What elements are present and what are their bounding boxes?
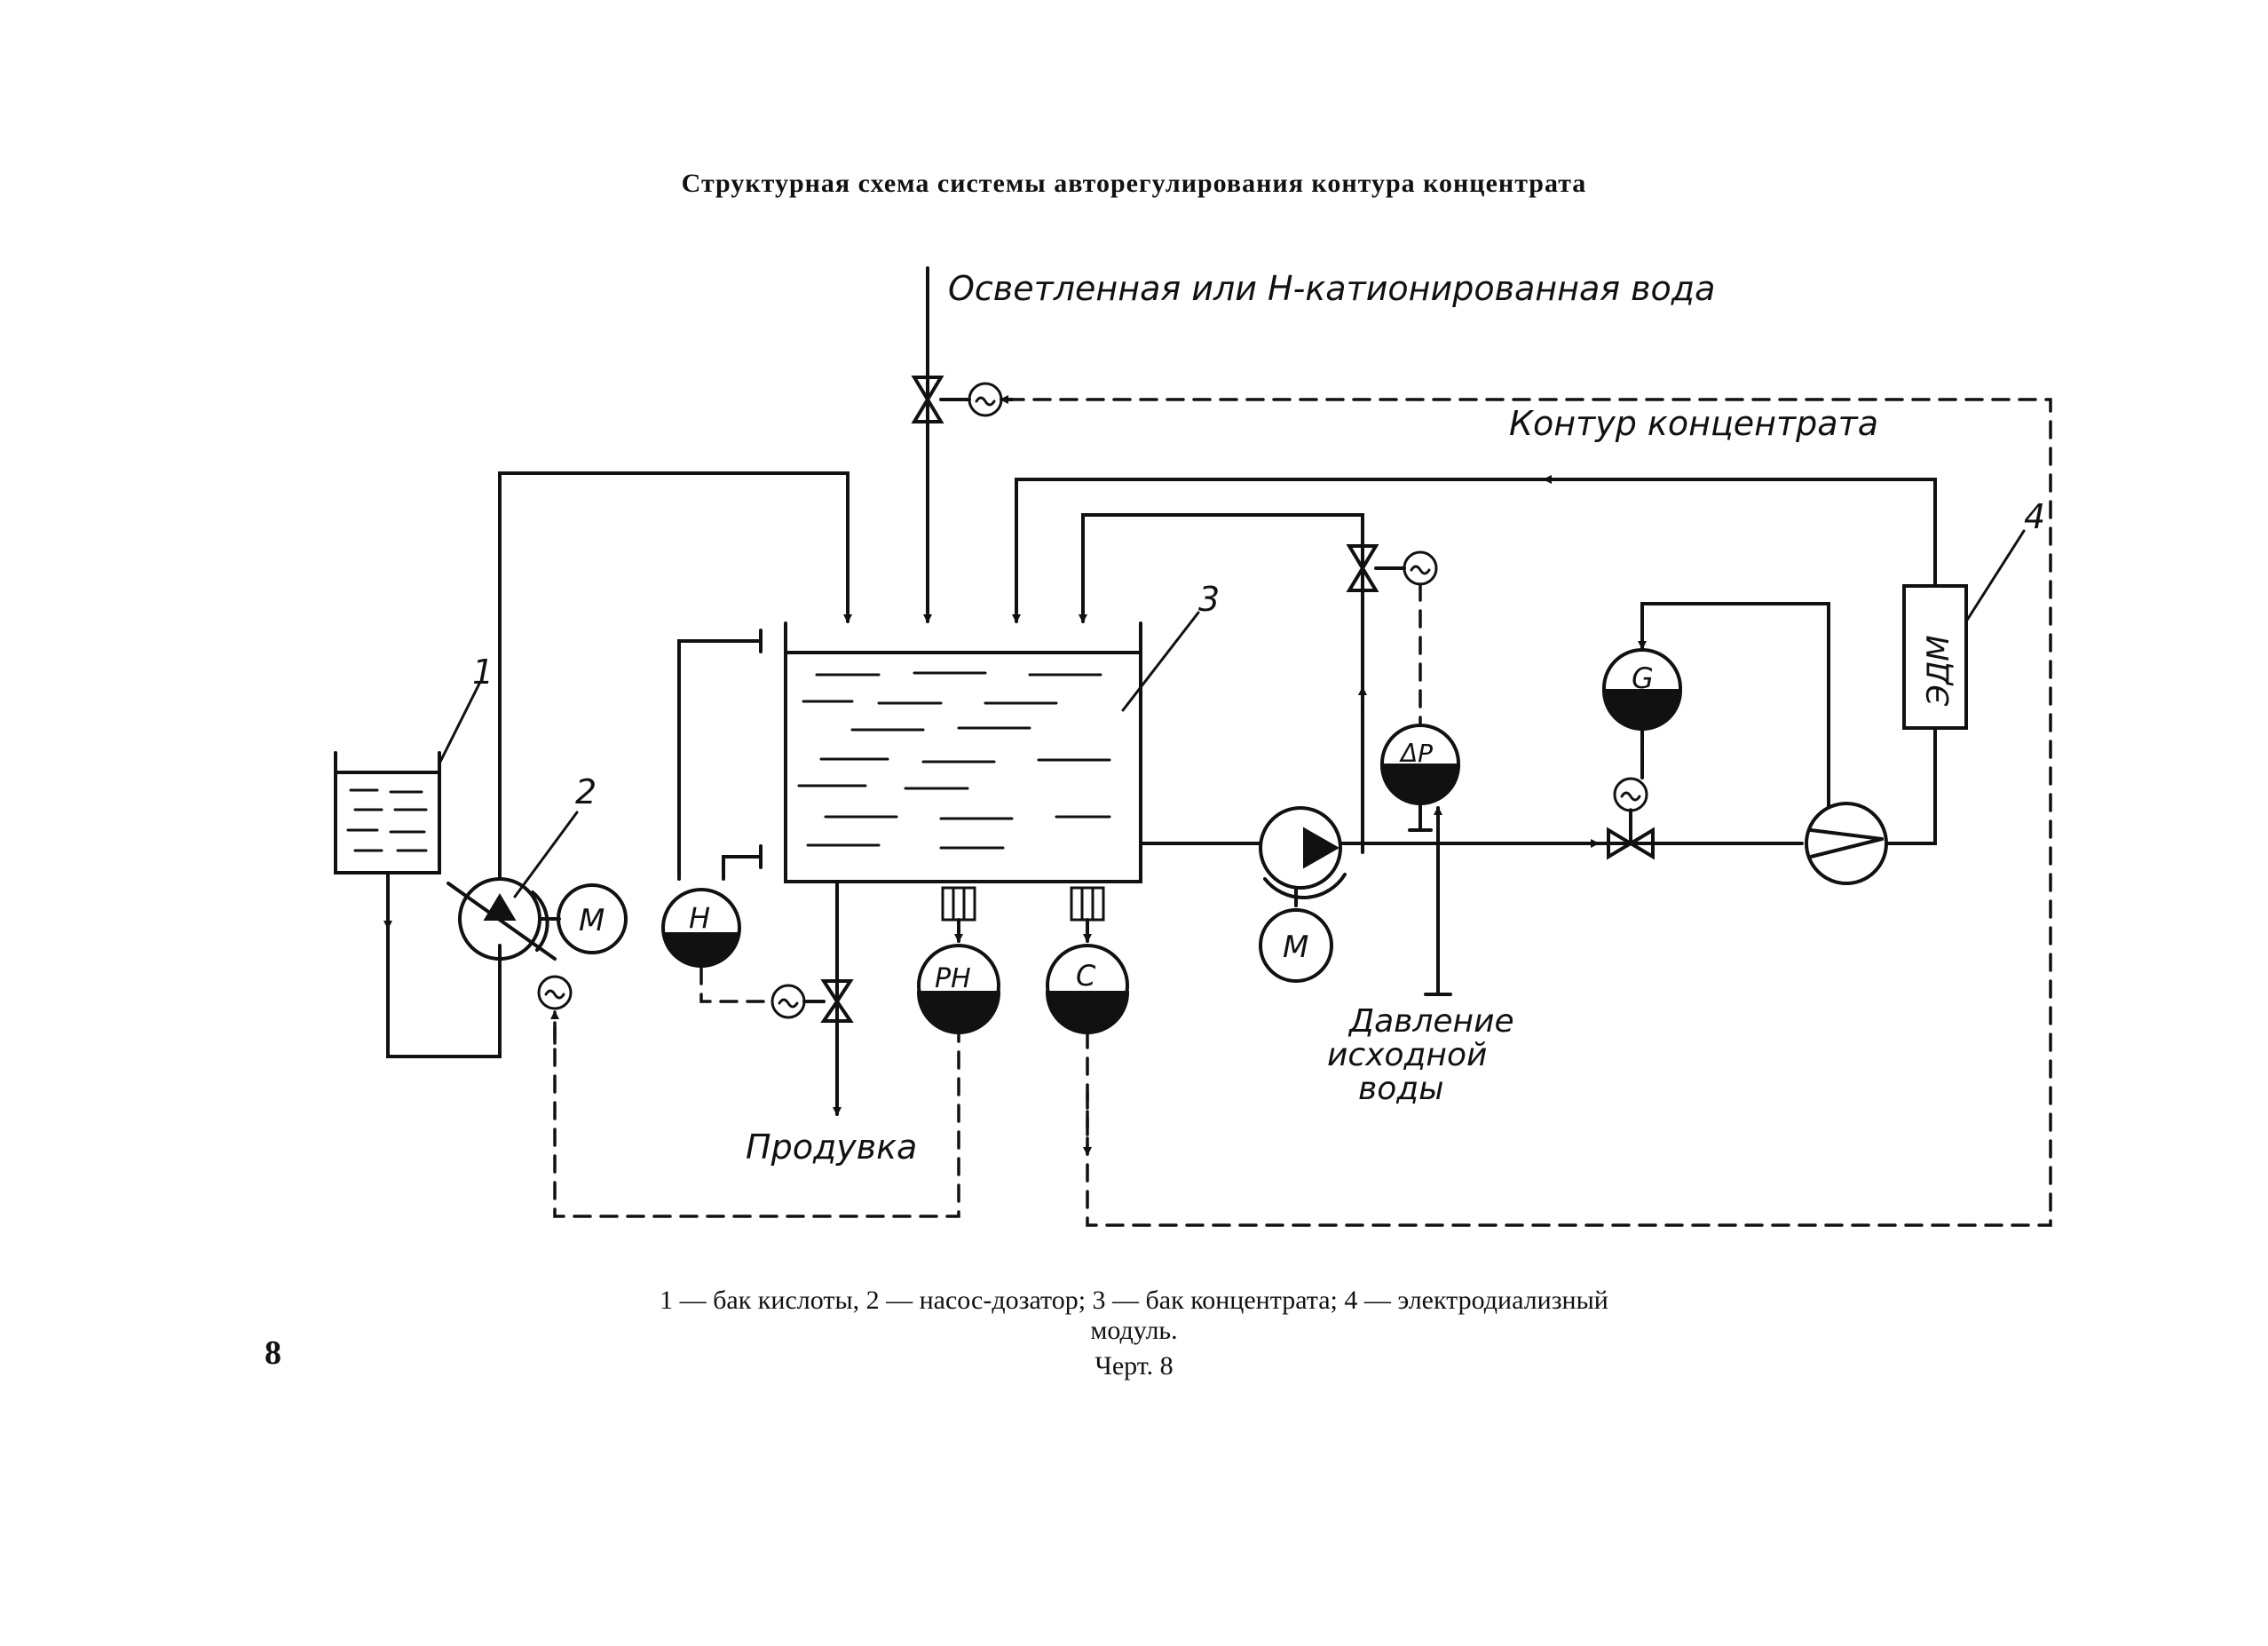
circulation-pump-motor [1259,908,1333,983]
dosing-pump-actuator [537,975,573,1010]
blowdown-valve [820,979,854,1023]
caption-line-1: 1 — бак кислоты, 2 — насос-дозатор; 3 — … [660,1286,1608,1315]
figure-caption: 1 — бак кислоты, 2 — насос-дозатор; 3 — … [0,1286,2268,1381]
inlet-valve [911,376,944,423]
callout-4: 4 [2024,497,2045,536]
dosing-motor-label: М [579,903,605,938]
edm-feed-pump [1805,802,1888,885]
level-sensor-label: Н [689,901,710,935]
figure-number: Черт. 8 [1094,1351,1174,1381]
callout-2: 2 [575,772,597,811]
source-pressure-label-line1: Давление [1347,1003,1514,1040]
edm-label: ЭДМ [1921,635,1956,707]
dosing-pump-motor [557,883,628,954]
callout-3: 3 [1198,580,1220,619]
flow-sensor [1601,648,1683,731]
concentrate-tank [784,621,1142,883]
ph-sensor-label: РН [935,963,971,994]
dp-sensor-label: ΔР [1399,739,1433,768]
level-sensor [661,888,741,968]
source-pressure-label-line3: воды [1358,1071,1444,1107]
caption-line-2: модуль. [1090,1316,1178,1345]
flow-control-valve [1607,827,1655,860]
callout-1: 1 [472,653,494,692]
circulation-pump [1259,806,1347,899]
circulation-motor-label: М [1283,930,1308,965]
page-number: 8 [265,1334,281,1372]
ph-sensor [916,886,1001,1034]
conductivity-sensor [1045,886,1130,1034]
concentrate-loop-label: Контур концентрата [1509,404,1878,443]
flow-sensor-label: G [1632,661,1654,695]
recirculation-valve [1346,544,1379,592]
inlet-water-label: Осветленная или Н-катионированная вода [948,269,1715,308]
acid-tank [334,751,441,874]
diagram-title: Структурная схема системы авторегулирова… [681,169,1587,198]
edm-module [1902,584,1968,730]
source-pressure-label-line2: исходной [1327,1037,1487,1073]
blowdown-label: Продувка [746,1128,917,1167]
conductivity-sensor-label: С [1076,959,1096,993]
